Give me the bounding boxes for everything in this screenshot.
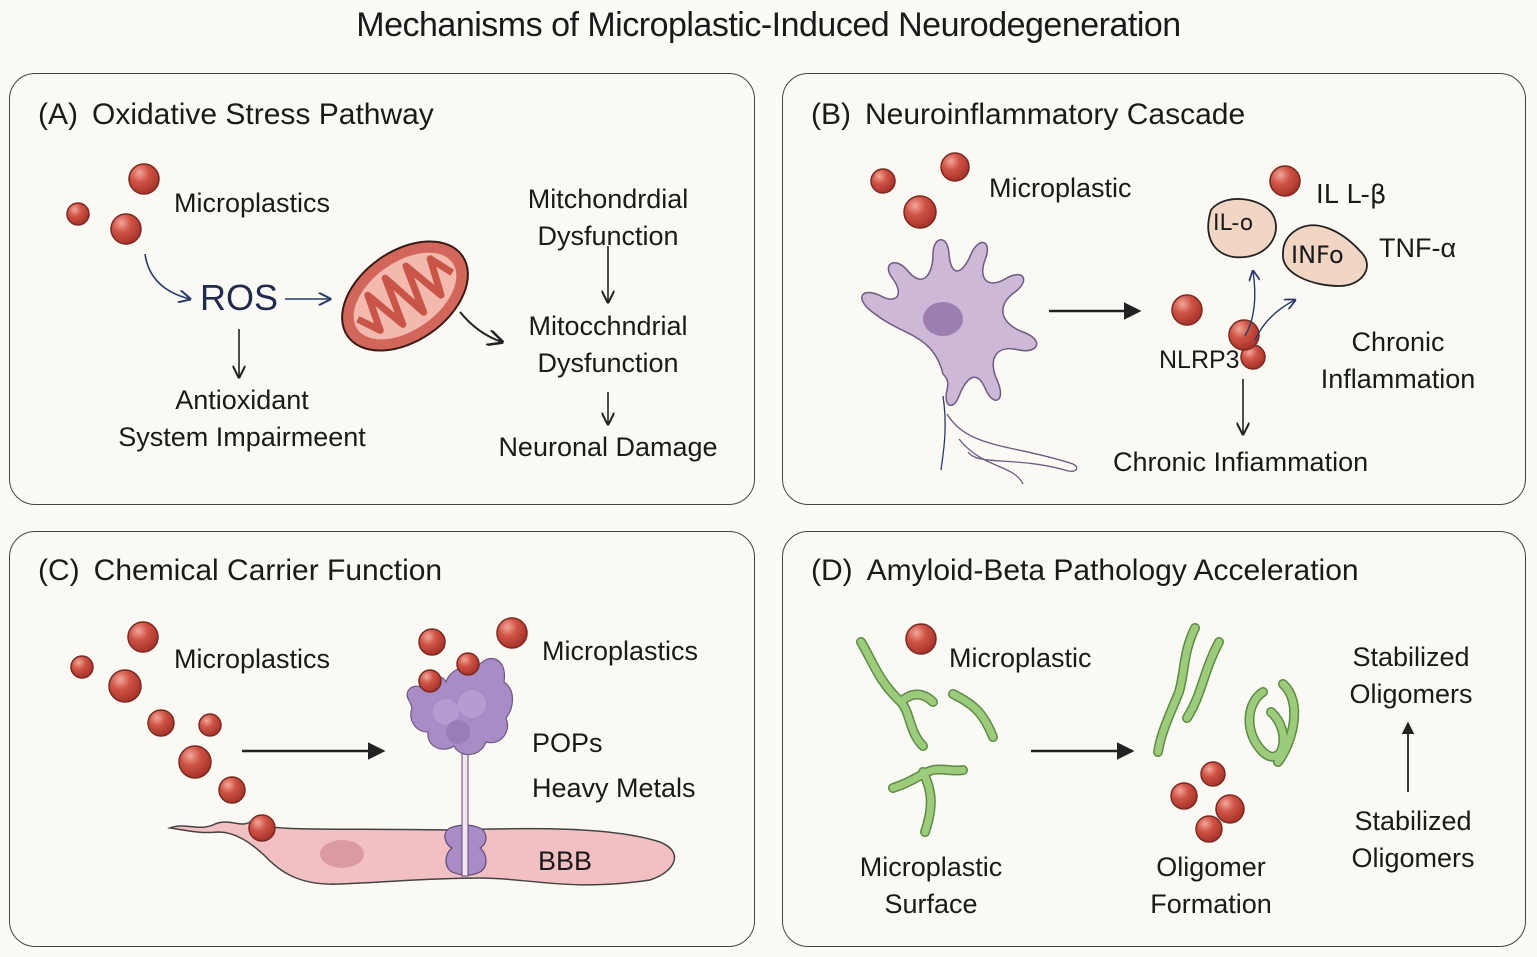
panel-b-title-text: Neuroinflammatory Cascade xyxy=(865,98,1246,131)
panel-c-artwork xyxy=(70,617,676,886)
label-antioxidant-line2: System Impairmeent xyxy=(118,422,366,452)
panel-d-amyloid-beta: (D) Amyloid-Beta Pathology Acceleration xyxy=(782,531,1526,947)
panel-d-letter: (D) xyxy=(811,554,853,587)
microplastic-bead-icon xyxy=(70,655,94,679)
microplastic-bead-icon xyxy=(1215,794,1245,824)
cytokine-inf-blob-icon xyxy=(1282,224,1368,287)
label-microplastic: Microplastic xyxy=(989,173,1132,203)
label-microplastics-left: Microplastics xyxy=(174,644,331,674)
label-antioxidant-impairment: Antioxidant System Impairmeent xyxy=(102,382,382,456)
curved-arrow-to-mito-dysfunction xyxy=(459,311,502,342)
label-microplastics-right: Microplastics xyxy=(542,636,699,666)
microplastic-bead-icon xyxy=(1170,782,1198,810)
panel-c-title-text: Chemical Carrier Function xyxy=(93,554,443,587)
label-surface-line1: Microplastic xyxy=(859,852,1003,882)
label-mito2-line1: Mitocchndrial xyxy=(528,311,688,341)
panel-b-artwork xyxy=(861,152,1368,485)
label-chronic-line2: Inflammation xyxy=(1320,364,1476,394)
panel-a-title: (A) Oxidative Stress Pathway xyxy=(38,98,434,132)
curved-arrow-to-ros xyxy=(144,253,190,299)
microplastic-bead-icon xyxy=(1171,294,1203,326)
microplastic-bead-icon xyxy=(147,709,175,737)
microplastic-bead-icon xyxy=(1195,815,1223,843)
panel-c-title: (C) Chemical Carrier Function xyxy=(38,554,442,588)
microglia-cell-icon xyxy=(861,239,1078,485)
label-heavy-metals: Heavy Metals xyxy=(532,773,696,803)
label-nlrp3: NLRP3 xyxy=(1159,346,1240,374)
microplastic-bead-icon xyxy=(870,168,896,194)
microplastic-bead-icon xyxy=(218,776,246,804)
label-il-beta: IL L-β xyxy=(1316,180,1387,210)
amyloid-fibril-icon xyxy=(856,637,998,837)
label-stabilized-bottom-line2: Oligomers xyxy=(1351,843,1475,873)
panel-a-title-text: Oxidative Stress Pathway xyxy=(92,98,434,131)
microplastic-bead-icon xyxy=(198,713,222,737)
label-oligomer-line2: Formation xyxy=(1150,889,1272,919)
label-stabilized-top-line2: Oligomers xyxy=(1349,679,1473,709)
label-neuronal-damage: Neuronal Damage xyxy=(498,432,718,462)
microplastic-bead-icon xyxy=(178,745,212,779)
label-mito1-line2: Dysfunction xyxy=(537,221,679,251)
microplastic-bead-icon xyxy=(128,163,160,195)
figure-title: Mechanisms of Microplastic-Induced Neuro… xyxy=(356,6,1181,44)
panel-b-neuroinflammatory: (B) Neuroinflammatory Cascade Microplasti… xyxy=(782,73,1526,505)
microplastic-bead-icon xyxy=(1269,165,1301,197)
microplastic-bead-icon xyxy=(110,213,142,245)
mitochondrion-icon xyxy=(341,240,469,352)
panel-c-chemical-carrier: (C)Chemical Carrier Function Microplas xyxy=(9,531,755,947)
label-ros: ROS xyxy=(200,277,279,318)
panel-a-letter: (A) xyxy=(38,98,78,131)
panel-b-letter: (B) xyxy=(811,98,851,131)
panel-d-title: (D) Amyloid-Beta Pathology Acceleration xyxy=(811,554,1359,588)
label-oligomer-line1: Oligomer xyxy=(1156,852,1266,882)
label-mito1-line1: Mitchondrdial xyxy=(527,184,689,214)
label-mito2-line2: Dysfunction xyxy=(537,348,679,378)
label-bbb: BBB xyxy=(538,846,593,876)
label-stabilized-oligomers-bottom: Stabilized Oligomers xyxy=(1313,803,1513,877)
microplastic-bead-icon xyxy=(418,628,446,656)
label-stabilized-bottom-line1: Stabilized xyxy=(1354,806,1472,836)
label-il-o: IL-o xyxy=(1213,211,1254,236)
microplastic-bead-icon xyxy=(418,669,442,693)
label-microplastic: Microplastic xyxy=(949,643,1092,673)
arrow-to-inf-blob xyxy=(1254,300,1295,341)
microplastic-bead-icon xyxy=(108,669,142,703)
label-stabilized-oligomers-top: Stabilized Oligomers xyxy=(1313,639,1509,713)
panel-d-title-text: Amyloid-Beta Pathology Acceleration xyxy=(866,554,1359,587)
label-chronic-inflammation-bottom: Chronic Infiammation xyxy=(1113,447,1369,477)
panel-d-artwork xyxy=(856,623,1415,843)
microplastic-bead-icon xyxy=(127,621,159,653)
label-inf-o: INFo xyxy=(1291,241,1344,269)
oligomer-cluster-icon xyxy=(1153,623,1300,767)
microplastic-bead-icon xyxy=(456,652,480,676)
panel-a-oxidative-stress: (A) Oxidative Stress Pathway Microplastic… xyxy=(9,73,755,505)
transport-channel-icon xyxy=(444,703,487,877)
panel-b-title: (B) Neuroinflammatory Cascade xyxy=(811,98,1245,132)
label-mito-dysfunction-2: Mitocchndrial Dysfunction xyxy=(508,308,708,382)
label-microplastics: Microplastics xyxy=(174,188,331,218)
microplastic-bead-icon xyxy=(248,814,276,842)
nlrp3-bead-icon xyxy=(1228,319,1260,351)
label-stabilized-top-line1: Stabilized xyxy=(1352,642,1470,672)
bbb-endothelial-cell-icon xyxy=(167,821,676,886)
microplastic-bead-icon xyxy=(1200,761,1226,787)
label-tnf-alpha: TNF-α xyxy=(1379,233,1457,263)
label-pops: POPs xyxy=(532,728,603,758)
cytokine-il-blob-icon xyxy=(1207,198,1277,259)
panel-a-artwork xyxy=(66,163,754,504)
label-chronic-inflammation: Chronic Inflammation xyxy=(1283,324,1513,398)
label-chronic-line1: Chronic xyxy=(1351,327,1445,357)
microplastic-bead-icon xyxy=(940,152,970,182)
label-mito-dysfunction-1: Mitchondrdial Dysfunction xyxy=(508,181,708,255)
microplastic-bead-icon xyxy=(903,195,937,229)
arrow-to-il-blob xyxy=(1244,271,1255,337)
label-oligomer-formation: Oligomer Formation xyxy=(1111,849,1311,923)
microplastic-bead-icon xyxy=(496,617,528,649)
label-microplastic-surface: Microplastic Surface xyxy=(831,849,1031,923)
label-antioxidant-line1: Antioxidant xyxy=(175,385,309,415)
microplastic-bead-icon xyxy=(66,202,90,226)
label-surface-line2: Surface xyxy=(884,889,978,919)
panel-c-letter: (C) xyxy=(38,554,80,587)
microplastic-bead-icon xyxy=(905,623,937,655)
